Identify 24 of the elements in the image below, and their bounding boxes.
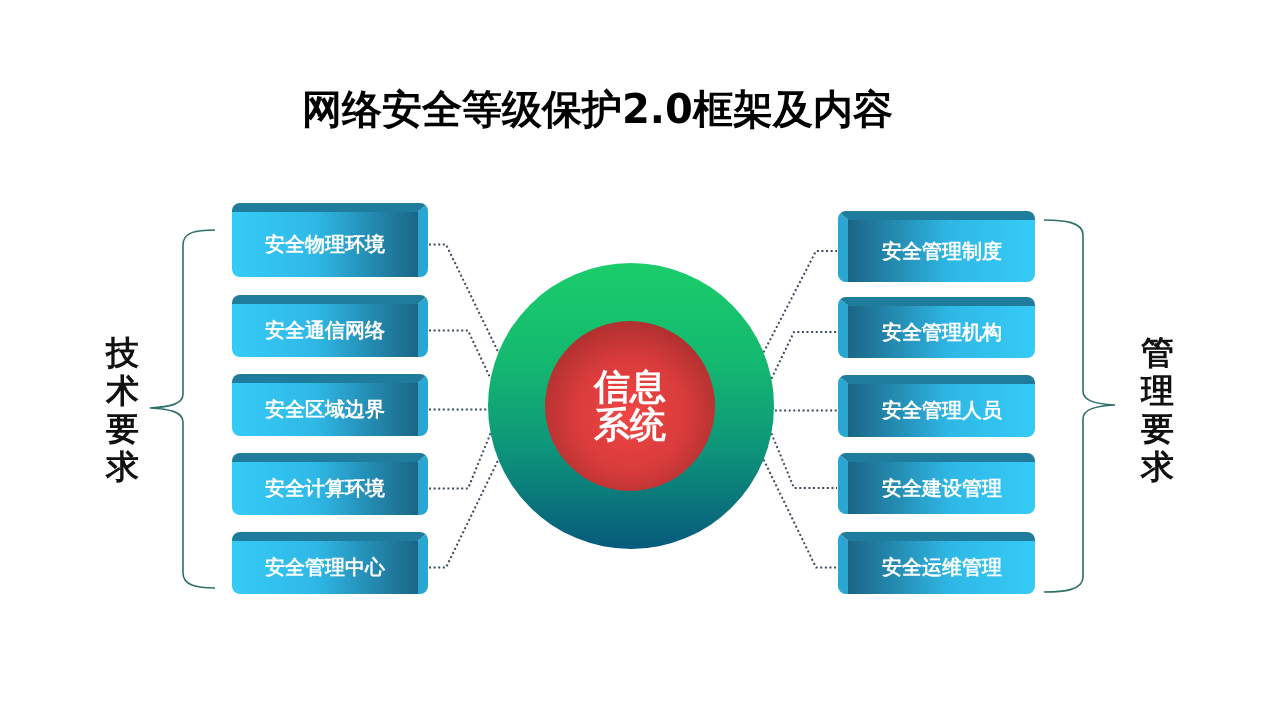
- dotted-connector: [428, 243, 500, 354]
- dotted-connector: [770, 432, 838, 489]
- topic-box: 安全管理人员: [838, 375, 1035, 437]
- dotted-connector: [428, 432, 492, 490]
- dotted-connector: [773, 409, 838, 412]
- topic-box: 安全物理环境: [232, 203, 428, 277]
- topic-box: 安全管理制度: [838, 211, 1035, 282]
- dotted-connector: [770, 331, 838, 380]
- topic-box: 安全管理机构: [838, 297, 1035, 358]
- diagram-title: 网络安全等级保护2.0框架及内容: [302, 85, 893, 134]
- side-heading: 管理要求: [1139, 334, 1175, 486]
- topic-box: 安全运维管理: [838, 532, 1035, 594]
- dotted-connector: [762, 250, 838, 354]
- dotted-connector: [428, 329, 492, 380]
- core-circle: 信息系统: [545, 321, 715, 491]
- side-heading: 技术要求: [104, 334, 140, 486]
- topic-box: 安全建设管理: [838, 453, 1035, 514]
- dotted-connector: [428, 458, 500, 569]
- topic-box: 安全通信网络: [232, 295, 428, 357]
- dotted-connector: [428, 408, 488, 411]
- topic-box: 安全计算环境: [232, 453, 428, 515]
- dotted-connector: [762, 458, 838, 569]
- topic-box: 安全区域边界: [232, 374, 428, 436]
- topic-box: 安全管理中心: [232, 532, 428, 594]
